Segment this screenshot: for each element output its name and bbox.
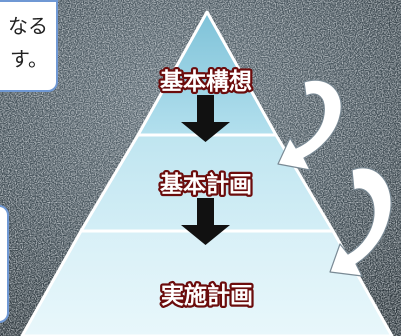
down-arrow-icon [181,198,230,245]
tier-label-implementation-plan: 実施計画 [161,282,253,309]
callout-text-line: なる [8,14,48,38]
pyramid-tier-bottom [20,229,394,336]
tier-label-basic-plan: 基本計画 [160,171,252,198]
down-arrow-icon [181,95,230,142]
curved-arrow-icon [277,79,342,171]
callout-box-top: なる す。 [0,0,58,92]
curved-arrow-icon [329,167,392,277]
tier-label-basic-concept: 基本構想 [160,69,252,95]
callout-text-line: す。 [10,47,48,71]
